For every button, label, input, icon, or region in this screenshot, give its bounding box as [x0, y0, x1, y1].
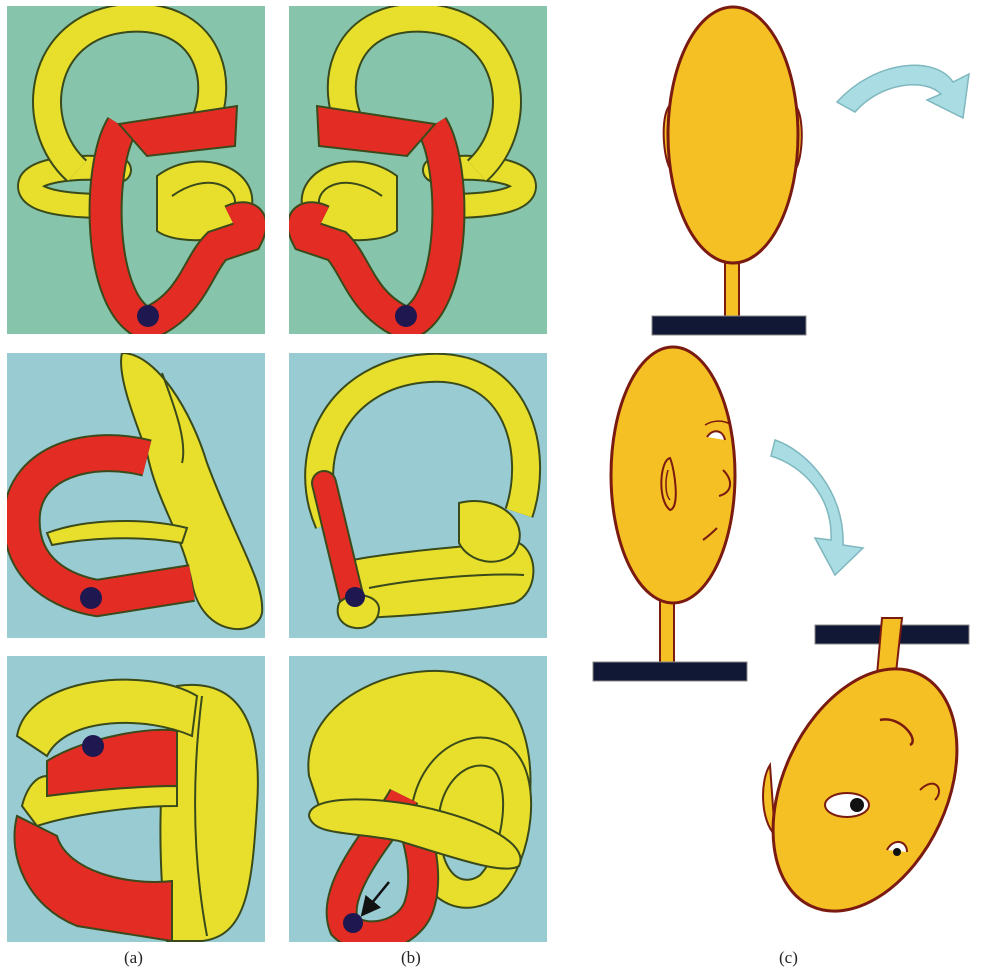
otoconia-dot [137, 305, 159, 327]
curved-arrow-icon [771, 440, 863, 575]
panel-b-middle [289, 353, 547, 638]
otoconia-dot [343, 913, 363, 933]
head-side-view [593, 347, 747, 681]
arrow-icon [367, 882, 389, 909]
otoconia-dot [82, 735, 104, 757]
caption-a: (a) [124, 948, 143, 968]
otoconia-dot [395, 305, 417, 327]
panel-b-bottom [289, 656, 547, 942]
head-position-diagram [575, 0, 991, 940]
head-back-view [652, 7, 806, 335]
panel-b-top [289, 6, 547, 334]
caption-c: (c) [779, 948, 798, 968]
panel-a-middle [7, 353, 265, 638]
head-hanging-view [737, 618, 991, 940]
caption-b: (b) [401, 948, 421, 968]
otoconia-dot [80, 587, 102, 609]
panel-a-bottom [7, 656, 265, 942]
otoconia-dot [345, 587, 365, 607]
curved-arrow-icon [837, 65, 969, 118]
panel-a-top [7, 6, 265, 334]
